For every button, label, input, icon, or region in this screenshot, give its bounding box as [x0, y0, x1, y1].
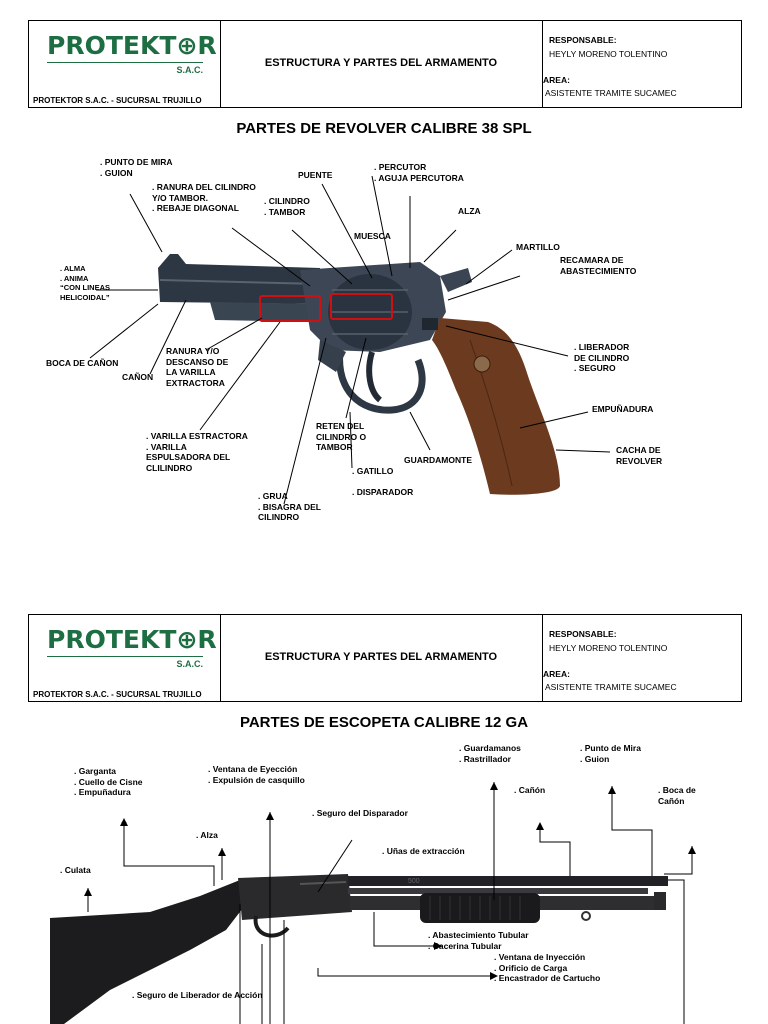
label-canon-escopeta: . Cañón: [514, 785, 546, 795]
responsible-cell: RESPONSABLE: HEYLY MORENO TOLENTINO AREA…: [542, 615, 741, 701]
highlight-ranura-descanso: [259, 295, 321, 322]
label-boca-canon: BOCA DE CAÑON: [46, 358, 119, 368]
label-culata: . Culata: [60, 865, 91, 875]
label-ventana-inyeccion: . Ventana de Inyección. Orificio de Carg…: [494, 952, 601, 983]
branch-name: PROTEKTOR S.A.C. - SUCURSAL TRUJILLO: [33, 690, 202, 699]
label-percutor: . PERCUTOR. AGUJA PERCUTORA: [374, 162, 464, 183]
label-gatillo: . GATILLO: [352, 466, 394, 476]
document-title: ESTRUCTURA Y PARTES DEL ARMAMENTO: [264, 57, 498, 69]
logo-sac: S.A.C.: [176, 659, 203, 669]
escopeta-leader-lines: [87, 782, 693, 1024]
label-alza: ALZA: [458, 206, 481, 216]
label-punto-mira: . PUNTO DE MIRA. GUION: [100, 157, 173, 178]
label-ranura-cilindro: . RANURA DEL CILINDRO Y/O TAMBOR.. REBAJ…: [152, 182, 256, 213]
label-boca-canon-escopeta: . Boca de Cañón: [658, 785, 696, 806]
area-label: AREA:: [543, 669, 570, 679]
logo-cell: PROTEKT⊕R S.A.C. PROTEKTOR S.A.C. - SUCU…: [29, 615, 221, 701]
label-punto-mira-escopeta: . Punto de Mira. Guion: [580, 743, 641, 764]
shotgun-model-mark: 500: [408, 878, 420, 885]
label-unas-extraccion: . Uñas de extracción: [382, 846, 465, 856]
branch-name: PROTEKTOR S.A.C. - SUCURSAL TRUJILLO: [33, 96, 202, 105]
label-disparador: . DISPARADOR: [352, 487, 414, 497]
label-canon: CAÑON: [122, 372, 154, 382]
label-guardamanos: . Guardamanos. Rastrillador: [459, 743, 521, 764]
label-muesca: MUESCA: [354, 231, 391, 241]
label-seguro-liberador: . Seguro de Liberador de Acción: [132, 990, 263, 1000]
responsible-cell: RESPONSABLE: HEYLY MORENO TOLENTINO AREA…: [542, 21, 741, 107]
escopeta-title: PARTES DE ESCOPETA CALIBRE 12 GA: [239, 714, 529, 731]
revolver-diagram: [89, 175, 611, 505]
label-guardamonte: GUARDAMONTE: [404, 455, 472, 465]
area-value: ASISTENTE TRAMITE SUCAMEC: [545, 88, 677, 98]
label-puente: PUENTE: [298, 170, 333, 180]
logo-rule: [47, 656, 203, 657]
label-ventana-eyeccion: . Ventana de Eyección. Expulsión de casq…: [208, 764, 305, 785]
revolver-leader-lines: [89, 175, 611, 505]
company-logo: PROTEKT⊕R S.A.C.: [47, 625, 217, 675]
logo-wordmark: PROTEKT⊕R: [47, 625, 217, 654]
label-empunadura: EMPUÑADURA: [592, 404, 654, 414]
area-label: AREA:: [543, 75, 570, 85]
logo-sac: S.A.C.: [176, 65, 203, 75]
responsable-value: HEYLY MORENO TOLENTINO: [549, 643, 668, 653]
logo-cell: PROTEKT⊕R S.A.C. PROTEKTOR S.A.C. - SUCU…: [29, 21, 221, 107]
responsable-label: RESPONSABLE:: [549, 629, 617, 639]
revolver-title: PARTES DE REVOLVER CALIBRE 38 SPL: [236, 120, 532, 137]
document-header: PROTEKT⊕R S.A.C. PROTEKTOR S.A.C. - SUCU…: [28, 20, 742, 108]
label-seguro-disparador: . Seguro del Disparador: [312, 808, 408, 818]
logo-rule: [47, 62, 203, 63]
label-garganta: . Garganta. Cuello de Cisne. Empuñadura: [74, 766, 143, 797]
company-logo: PROTEKT⊕R S.A.C.: [47, 31, 217, 81]
responsable-label: RESPONSABLE:: [549, 35, 617, 45]
escopeta-arrowheads: [84, 782, 696, 980]
logo-wordmark: PROTEKT⊕R: [47, 31, 217, 60]
responsable-value: HEYLY MORENO TOLENTINO: [549, 49, 668, 59]
document-header-2: PROTEKT⊕R S.A.C. PROTEKTOR S.A.C. - SUCU…: [28, 614, 742, 702]
label-alza-escopeta: . Alza: [196, 830, 218, 840]
shotgun-illustration: [50, 874, 668, 1024]
label-cilindro: . CILINDRO. TAMBOR: [264, 196, 310, 217]
document-title: ESTRUCTURA Y PARTES DEL ARMAMENTO: [264, 651, 498, 663]
revolver-illustration: [158, 254, 560, 495]
area-value: ASISTENTE TRAMITE SUCAMEC: [545, 682, 677, 692]
label-martillo: MARTILLO: [516, 242, 560, 252]
highlight-cilindro: [330, 293, 393, 320]
label-abastecimiento: . Abastecimiento Tubular. Cacerina Tubul…: [428, 930, 529, 951]
